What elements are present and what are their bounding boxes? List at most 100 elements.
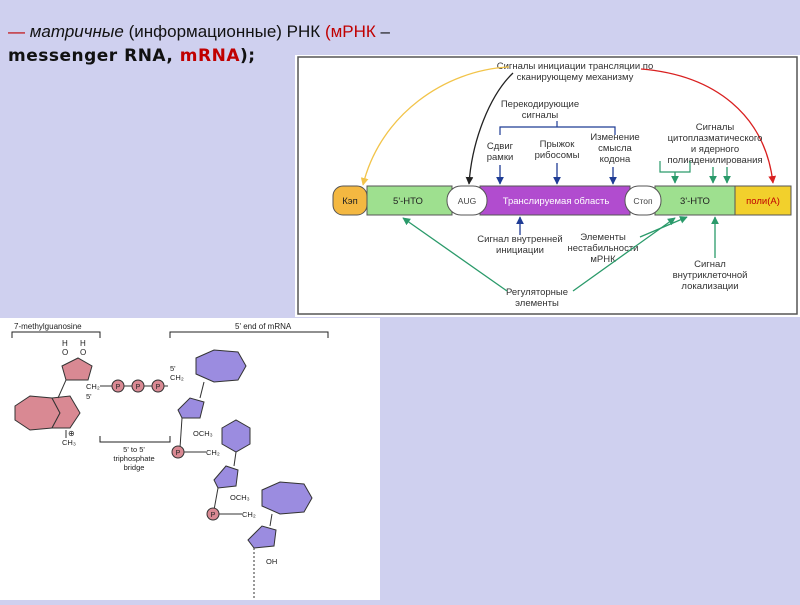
heading-term: матричные xyxy=(29,22,124,41)
stop-label: Стоп xyxy=(633,196,653,206)
top-signals-line2: сканирующему механизму xyxy=(517,72,634,83)
bridge-line3: bridge xyxy=(124,463,145,472)
internal-init-line2: инициации xyxy=(496,245,544,256)
ribose-3 xyxy=(247,525,277,549)
stop-segment xyxy=(624,185,662,216)
base-bond xyxy=(57,379,67,399)
cap-structure: 7-methylguanosine 5' end of mRNA ⊕ CH₃ H… xyxy=(11,322,329,598)
bridge-line2: triphosphate xyxy=(113,454,154,463)
phosphate-4-label: P xyxy=(176,450,181,457)
regulatory-arrow-5utr xyxy=(402,217,508,292)
change-line2: смысла xyxy=(598,143,632,154)
five-end-bracket xyxy=(169,331,329,338)
polya-signals-line1: Сигналы xyxy=(696,122,735,133)
methylguanosine-bracket xyxy=(11,331,101,338)
base-1-bond xyxy=(199,381,205,399)
mrna-diagram-panel: Сигналы инициации трансляции по сканирую… xyxy=(295,55,800,317)
phosphate-2-label: P xyxy=(136,384,141,391)
o-label-2: O xyxy=(80,348,86,357)
base-3-bond xyxy=(269,513,273,527)
recoding-line2: сигналы xyxy=(522,110,559,121)
change-line1: Изменение xyxy=(590,132,639,143)
aug-signal-arrow xyxy=(465,72,514,185)
ribose-1 xyxy=(177,397,205,419)
heading-paren: (информационные) РНК xyxy=(128,22,321,41)
backbone-1 xyxy=(179,417,183,449)
bridge-line1: 5' to 5' xyxy=(123,445,145,454)
base-2-bond xyxy=(233,451,237,467)
instability-line3: мРНК xyxy=(590,254,616,265)
cap-structure-panel: 7-methylguanosine 5' end of mRNA ⊕ CH₃ H… xyxy=(0,318,380,600)
utr5-label: 5'-НТО xyxy=(393,196,423,207)
och3-label-1: OCH₃ xyxy=(193,429,213,438)
jump-line1: Прыжок xyxy=(540,139,576,150)
heading-dash: — xyxy=(8,22,25,41)
polya-signals-line2: цитоплазматического xyxy=(668,133,763,144)
phosphate-2 xyxy=(131,379,145,393)
bridge-bracket xyxy=(99,436,171,443)
phosphate-3 xyxy=(151,379,165,393)
guanine-ring-small xyxy=(51,395,81,429)
h-label-1: H xyxy=(62,339,68,348)
aug-segment xyxy=(446,185,488,216)
top-signals-line1: Сигналы инициации трансляции по xyxy=(497,61,653,72)
heading-abbr-dash: – xyxy=(375,22,391,41)
phosphate-1-label: P xyxy=(116,384,121,391)
instability-line2: нестабильности xyxy=(568,243,639,254)
cap-ribose xyxy=(61,357,93,381)
five-prime-label-2: 5' xyxy=(170,364,176,373)
coding-label: Транслируемая область xyxy=(503,196,610,207)
ribose-2 xyxy=(213,465,239,489)
regulatory-line2: элементы xyxy=(515,298,559,309)
base-2 xyxy=(221,419,251,453)
ch2-label-3: CH₂ xyxy=(206,448,220,457)
oh-label: OH xyxy=(266,557,277,566)
methylguanosine-label: 7-methylguanosine xyxy=(14,322,82,331)
phosphate-3-label: P xyxy=(156,384,161,391)
regulatory-arrow-3utr xyxy=(572,217,676,292)
h-label-2: H xyxy=(80,339,86,348)
five-end-label: 5' end of mRNA xyxy=(235,322,292,331)
backbone-3 xyxy=(213,487,219,511)
coding-segment xyxy=(479,185,631,216)
cap-signal-arrow xyxy=(360,66,510,186)
aug-label: AUG xyxy=(458,196,476,206)
heading-english: messenger RNA, xyxy=(8,46,180,66)
localization-line1: Сигнал xyxy=(694,259,726,270)
ch2-label-2: CH₂ xyxy=(170,373,184,382)
five-prime-label-1: 5' xyxy=(86,392,92,401)
polya-signal-arrow xyxy=(640,68,777,184)
polya-signals-line3: и ядерного xyxy=(691,144,739,155)
polya-signals-line4: полиаденилирования xyxy=(667,155,762,166)
heading-abbr-open: ( xyxy=(324,22,331,41)
utr3-segment xyxy=(654,185,736,216)
shift-line1: Сдвиг xyxy=(487,141,514,152)
methyl-label: CH₃ xyxy=(62,438,76,447)
phosphate-1 xyxy=(111,379,125,393)
ch2-label-1: CH₂ xyxy=(86,382,100,391)
recoding-line1: Перекодирующие xyxy=(501,99,579,110)
base-3 xyxy=(261,481,313,515)
phosphate-5-label: P xyxy=(211,512,216,519)
heading-abbr: мРНК xyxy=(330,22,376,41)
shift-line2: рамки xyxy=(487,152,514,163)
heading-english-close: ); xyxy=(239,46,256,66)
base-1 xyxy=(195,349,247,383)
regulatory-line1: Регуляторные xyxy=(506,287,568,298)
utr3-label: 3'-НТО xyxy=(680,196,710,207)
ch2-label-4: CH₂ xyxy=(242,510,256,519)
localization-line2: внутриклеточной xyxy=(673,270,748,281)
utr5-segment xyxy=(366,185,453,216)
localization-line3: локализации xyxy=(681,281,738,292)
heading-english-abbr: mRNA xyxy=(179,46,240,66)
polya-segment xyxy=(734,185,792,216)
mrna-diagram: Сигналы инициации трансляции по сканирую… xyxy=(297,56,798,315)
cap-label: Кэп xyxy=(342,196,358,207)
internal-init-line1: Сигнал внутренней xyxy=(477,234,562,245)
jump-line2: рибосомы xyxy=(535,150,580,161)
slide-heading: — матричные (информационные) РНК (мРНК –… xyxy=(8,20,478,68)
instability-line1: Элементы xyxy=(580,232,626,243)
polya-label: поли(А) xyxy=(746,196,780,207)
o-label-1: O xyxy=(62,348,68,357)
plus-charge: ⊕ xyxy=(68,429,75,438)
